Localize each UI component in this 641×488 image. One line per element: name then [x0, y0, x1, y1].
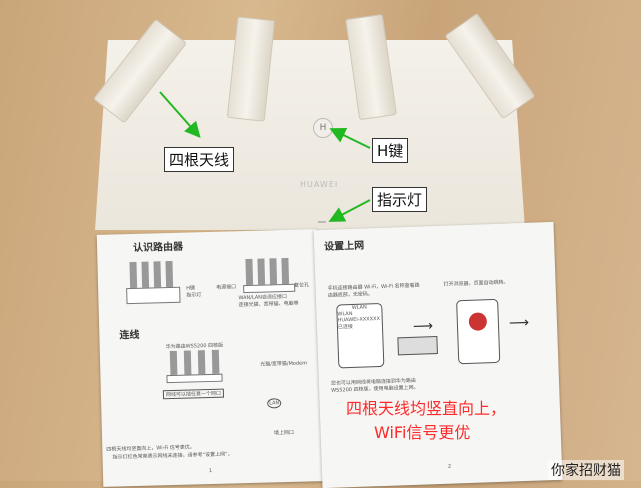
huawei-logo-icon [468, 312, 488, 331]
page2-note: 您也可以用网线将电脑连接到华为路由WS5200 四核版，使用电脑设置上网。 [330, 377, 419, 394]
arrow-h-key [329, 128, 371, 149]
label-power-port: 电源接口 [216, 284, 237, 291]
brand-logo: HUAWEI [300, 180, 339, 189]
label-indicator: 指示灯 [186, 292, 202, 299]
arrow-right-icon: ⟶ [508, 314, 530, 332]
indicator-light [318, 221, 326, 223]
phone-browser-diagram [456, 298, 501, 365]
indicator-label: 指示灯 [372, 187, 428, 212]
label-reset: 复位孔 [294, 282, 310, 289]
label-modem: 光猫/宽带猫/Modem [260, 360, 308, 368]
antenna-note-line2: WiFi信号更优 [374, 423, 471, 442]
h-button[interactable]: H [313, 118, 333, 138]
page1-section2-title: 连线 [119, 329, 140, 342]
page-number-2: 2 [447, 463, 452, 470]
antenna-note-line1: 四根天线均竖直向上， [346, 399, 507, 418]
label-any-port: 网线可以插任意一个网口 [162, 388, 225, 400]
phone-wlan-diagram: WLAN WLAN HUAWEI-XXXXXX 已连接 [336, 302, 385, 369]
h-key-label: H键 [372, 138, 409, 163]
arrow-right-icon: ⟶ [412, 318, 434, 335]
page2-title: 设置上网 [323, 240, 365, 253]
manual-page-1: 认识路由器 H键 指示灯 电源接口 复位孔 WAN/LAN自适应接口 连接光猫、… [96, 229, 324, 487]
step-2-text: 打开浏览器，页面自动跳转。 [443, 279, 509, 288]
arrow-antenna [159, 91, 201, 138]
label-lan: LAN [267, 398, 282, 409]
step-1-text: 手机连接路由器 Wi-Fi，Wi-Fi 名称查看路由器底部，无密码。 [327, 282, 420, 299]
antennas-label: 四根天线 [164, 147, 235, 172]
arrow-indicator [328, 199, 371, 222]
manual-page-2: 设置上网 手机连接路由器 Wi-Fi，Wi-Fi 名称查看路由器底部，无密码。 … [313, 221, 563, 488]
router-body [95, 40, 525, 230]
router-label-diagram [397, 336, 438, 356]
page1-title: 认识路由器 [132, 241, 184, 254]
ssid-status: 已连接 [337, 323, 354, 331]
watermark: 你家招财猫 [548, 460, 624, 480]
label-connect: 连接光猫、宽带猫、电脑等 [238, 300, 299, 309]
page-number-1: 1 [208, 467, 213, 475]
label-wall-port: 墙上网口 [273, 429, 295, 437]
